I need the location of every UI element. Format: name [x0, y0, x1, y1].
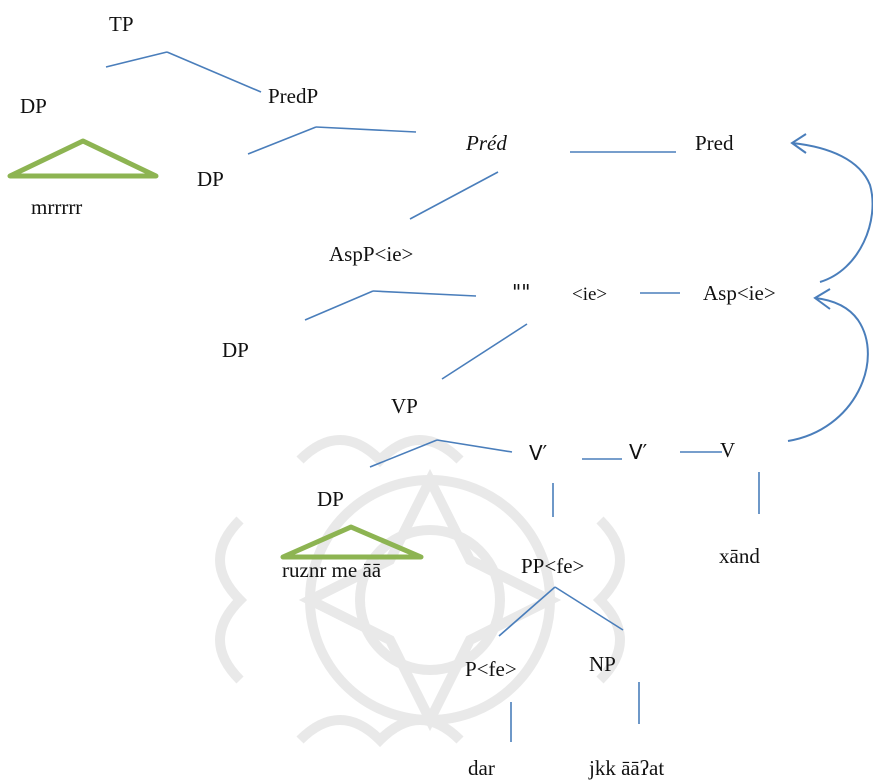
node-vp: VP: [391, 394, 418, 418]
node-predp: PredP: [268, 84, 319, 108]
movement-arrow-v-to-asp: [787, 297, 869, 442]
branch-predp-predbar: [315, 126, 417, 133]
node-v-bar-1: V′: [529, 441, 548, 465]
branch-aspp-aspbar: [372, 290, 477, 297]
node-np: NP: [589, 652, 616, 676]
arrowhead-pred: [790, 133, 807, 154]
branch-aspp-dp: [304, 290, 374, 321]
branch-predp-dp: [247, 126, 317, 155]
branch-tp-dp: [105, 51, 168, 68]
preposition-word: dar: [468, 756, 495, 780]
node-v-head: V: [720, 438, 736, 462]
node-pred-bar: Préd: [466, 131, 507, 155]
node-asp-head: Asp<ie>: [703, 281, 776, 305]
subject-text: mrrrrr: [31, 195, 83, 219]
node-dp-asp: DP: [222, 338, 249, 362]
object-text: ruznr me āā: [282, 558, 382, 582]
triangle-subject-dp: [7, 138, 159, 179]
triangle-object-dp: [280, 524, 424, 560]
branch-aspbar-vp: [441, 323, 528, 380]
node-dp-pred: DP: [197, 167, 224, 191]
branch-tp-predp: [166, 51, 262, 93]
node-dp-obj: DP: [317, 487, 344, 511]
verb-word: xānd: [719, 544, 760, 568]
node-p-head: P<fe>: [465, 657, 517, 681]
node-pred-head: Pred: [695, 131, 734, 155]
node-tp: TP: [109, 12, 134, 36]
node-aspp: AspP<ie>: [329, 242, 414, 266]
node-asp-bar: "": [512, 280, 531, 304]
node-dp-spec-tp: DP: [20, 94, 47, 118]
noun-word: jkk āāʔat: [589, 756, 665, 780]
node-v-bar-2: V′: [629, 440, 648, 464]
movement-arrow-asp-to-pred: [791, 142, 873, 283]
branch-vp-dp: [369, 439, 438, 468]
arrowhead-asp: [813, 288, 831, 310]
branch-vp-vbar: [436, 439, 513, 453]
branch-pp-np: [554, 586, 624, 631]
branch-predbar-aspp: [409, 171, 499, 220]
node-asp-ie: <ie>: [572, 284, 608, 305]
branch-pp-p: [498, 586, 556, 637]
node-pp: PP<fe>: [521, 554, 585, 578]
